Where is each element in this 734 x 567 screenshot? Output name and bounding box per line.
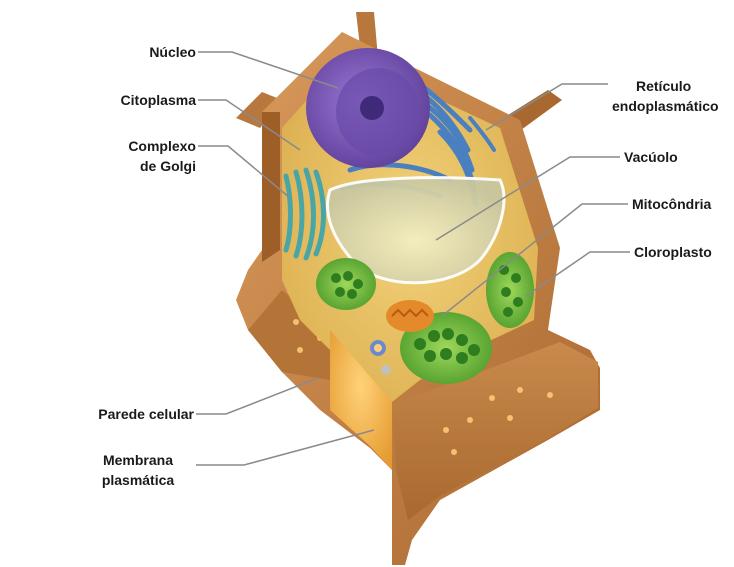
chloroplast-2 [486,252,534,328]
label-nucleo: Núcleo [112,42,196,62]
mitochondria [386,300,434,332]
nucleus [306,48,430,168]
label-complexo-de-golgi: Complexo de Golgi [102,136,196,176]
nucleolus [360,96,384,120]
leader-membrana [196,430,374,465]
chloroplast-1 [316,258,376,310]
label-cloroplasto: Cloroplasto [634,242,730,262]
label-citoplasma: Citoplasma [92,90,196,110]
label-mitocondria: Mitocôndria [632,194,732,214]
label-parede-celular: Parede celular [60,404,194,424]
label-reticulo-endoplasmatico: Retículo endoplasmático [612,76,730,116]
label-vacuolo: Vacúolo [624,147,724,167]
label-membrana-plasmatica: Membrana plasmática [84,450,192,490]
